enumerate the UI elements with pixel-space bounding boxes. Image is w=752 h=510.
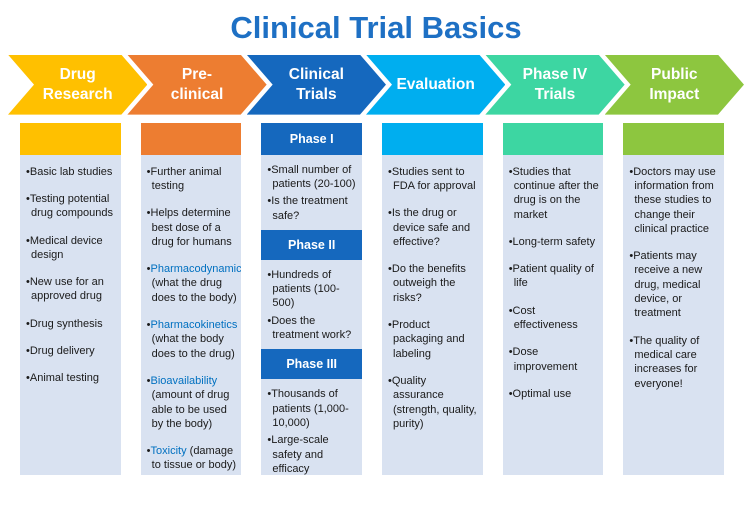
list-item: Animal testing (26, 371, 117, 385)
list-item: Large-scale safety and efficacy (267, 433, 358, 474)
column-header-bar (623, 122, 725, 155)
list-item: Doctors may use information from these s… (629, 165, 720, 236)
list-item: Medical device design (26, 234, 117, 263)
list-item: Patient quality of life (509, 262, 600, 291)
term-description: (damage to tissue or body) (151, 445, 237, 472)
page-title: Clinical Trial Basics (230, 10, 522, 45)
column-body: Basic lab studiesTesting potential drug … (20, 155, 121, 475)
bullet-list: Hundreds of patients (100-500) Does the t… (261, 260, 362, 347)
column-header-bar (20, 122, 121, 155)
list-item: Cost effectiveness (509, 304, 600, 333)
list-item: Drug synthesis (26, 317, 117, 331)
bullet-list: Doctors may use information from these s… (623, 155, 724, 408)
term-description: (what the body does to the drug) (151, 333, 235, 360)
term-description: (what the drug does to the body) (151, 277, 237, 304)
arrow-pre-clinical: Pre- clinical (127, 55, 266, 115)
column-body: Studies that continue after the drug is … (503, 155, 604, 475)
term-highlight: Toxicity (150, 445, 187, 458)
arrow-evaluation: Evaluation (366, 55, 505, 115)
column-evaluation: Studies sent to FDA for approval Is the d… (382, 122, 483, 475)
bullet-list: Basic lab studiesTesting potential drug … (20, 155, 121, 403)
list-item: Small number of patients (20-100) (267, 163, 358, 192)
phase-bar: Phase II (261, 229, 363, 260)
list-item: Pharmacokinetics (what the body does to … (147, 318, 238, 361)
column-body: Small number of patients (20-100)Is the … (261, 155, 363, 475)
column-clinical-trials: Phase I Small number of patients (20-100… (261, 122, 363, 475)
bullet-list: Studies sent to FDA for approval Is the d… (382, 155, 483, 448)
term-highlight: Pharmacodynamics (150, 263, 242, 276)
column-body: Doctors may use information from these s… (623, 155, 724, 475)
list-item: Thousands of patients (1,000-10,000) (267, 387, 358, 430)
arrow-phase-iv-trials: Phase IV Trials (485, 55, 624, 115)
bullet-list: Thousands of patients (1,000-10,000)Larg… (261, 379, 362, 474)
column-row: Basic lab studiesTesting potential drug … (20, 122, 725, 475)
list-item: Pharmacodynamics (what the drug does to … (147, 262, 242, 305)
list-item: Toxicity (damage to tissue or body) (147, 444, 238, 473)
bullet-list: Further animal testingHelps determine be… (141, 155, 242, 475)
list-item: Quality assurance (strength, quality, pu… (388, 374, 479, 431)
column-pre-clinical: Further animal testingHelps determine be… (140, 122, 242, 475)
list-item: Drug delivery (26, 344, 117, 358)
list-item: Further animal testing (147, 165, 238, 194)
column-body: Further animal testingHelps determine be… (141, 155, 242, 475)
bullet-list: Small number of patients (20-100)Is the … (261, 155, 362, 228)
column-phase-iv-trials: Studies that continue after the drug is … (502, 122, 604, 475)
process-arrow-row: Drug Research Pre- clinical Clinical Tri… (8, 55, 744, 115)
list-item: Bioavailability (amount of drug able to … (147, 374, 238, 431)
list-item: Dose improvement (509, 345, 600, 374)
column-header-bar (382, 122, 483, 155)
list-item: Studies that continue after the drug is … (509, 165, 600, 222)
arrow-public-impact: Public Impact (605, 55, 744, 115)
column-header-bar (502, 122, 604, 155)
term-description: (amount of drug able to be used by the b… (151, 389, 230, 430)
list-item: Long-term safety (509, 235, 600, 249)
list-item: Basic lab studies (26, 165, 117, 179)
list-item: The quality of medical care increases fo… (629, 334, 720, 391)
column-body: Studies sent to FDA for approval Is the d… (382, 155, 483, 475)
list-item: Helps determine best dose of a drug for … (147, 206, 238, 249)
arrow-clinical-trials: Clinical Trials (247, 55, 386, 115)
term-highlight: Bioavailability (150, 374, 218, 387)
list-item: Is the drug or device safe and effective… (388, 206, 479, 249)
list-item: Is the treatment safe? (267, 194, 358, 223)
arrow-drug-research: Drug Research (8, 55, 147, 115)
term-highlight: Pharmacokinetics (150, 319, 238, 332)
bullet-list: Studies that continue after the drug is … (503, 155, 604, 419)
list-item: New use for an approved drug (26, 275, 117, 304)
list-item: Product packaging and labeling (388, 318, 479, 361)
list-item: Optimal use (509, 387, 600, 401)
phase-bar: Phase III (261, 349, 363, 380)
phase-bar: Phase I (261, 122, 363, 155)
list-item: Testing potential drug compounds (26, 192, 117, 221)
list-item: Studies sent to FDA for approval (388, 165, 479, 194)
column-drug-research: Basic lab studiesTesting potential drug … (20, 122, 121, 475)
list-item: Do the benefits outweigh the risks? (388, 262, 479, 305)
list-item: Does the treatment work? (267, 314, 358, 343)
list-item: Hundreds of patients (100-500) (267, 268, 358, 311)
column-header-bar (140, 122, 242, 155)
list-item: Patients may receive a new drug, medical… (629, 249, 720, 320)
column-public-impact: Doctors may use information from these s… (623, 122, 725, 475)
